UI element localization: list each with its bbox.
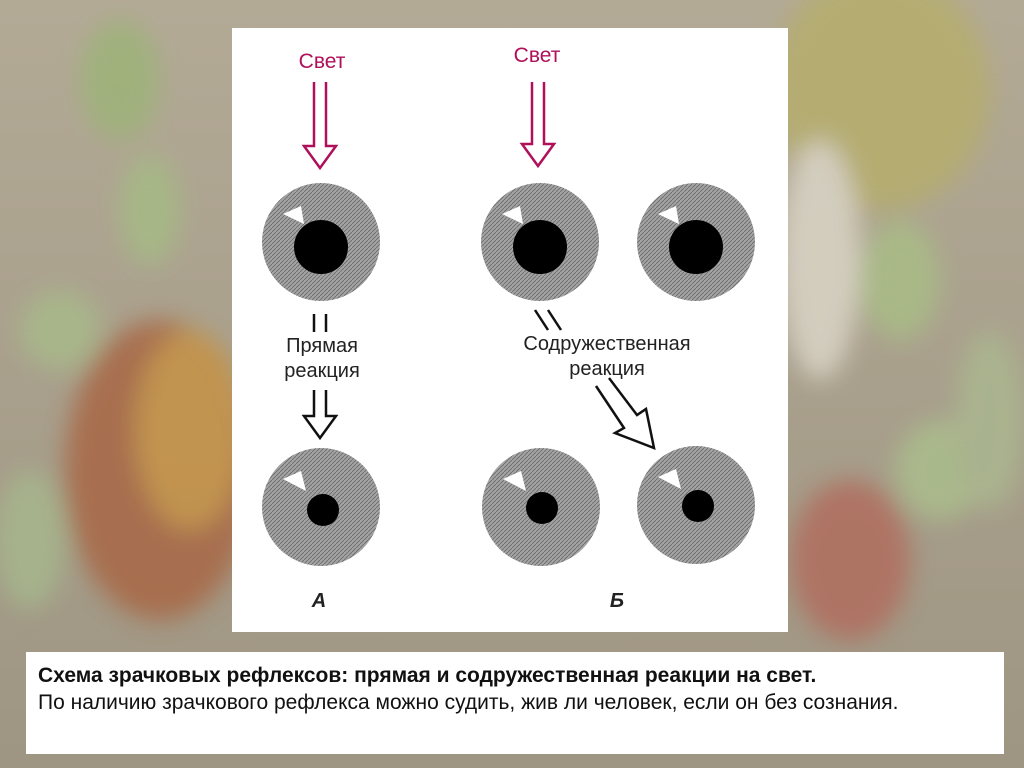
- light-reflex-glint: [503, 471, 526, 491]
- light-reflex-glint: [502, 206, 523, 224]
- direct-reaction-label-line2: реакция: [284, 360, 360, 382]
- eye-b-right-before: [637, 183, 755, 301]
- caption-box: Схема зрачковых рефлексов: прямая и содр…: [26, 652, 1004, 754]
- diagram-graphics: [262, 82, 755, 566]
- eye-a-before: [262, 183, 380, 301]
- direct-reaction-arrow: [301, 314, 339, 441]
- consensual-reaction-label-line2: реакция: [569, 358, 645, 380]
- panel-label-b: Б: [609, 590, 625, 612]
- light-label-b: Свет: [513, 44, 561, 67]
- light-reflex-glint: [283, 206, 304, 224]
- consensual-reaction-label-line1: Содружественная: [523, 333, 691, 355]
- eye-b-right-after: [637, 446, 755, 564]
- eye-a-after: [262, 448, 380, 566]
- light-label-a: Свет: [298, 50, 346, 73]
- light-reflex-glint: [658, 469, 681, 489]
- pupil-reflex-diagram: Свет Свет Прямая реакция Содружественная…: [232, 28, 788, 632]
- eye-b-left-before: [481, 183, 599, 301]
- light-arrow-a: [301, 82, 339, 171]
- caption-title: Схема зрачковых рефлексов: прямая и содр…: [38, 664, 817, 687]
- light-reflex-glint: [658, 206, 679, 224]
- light-arrow-b: [519, 82, 557, 169]
- direct-reaction-label-line1: Прямая: [286, 335, 358, 357]
- consensual-reaction-arrow: [533, 309, 656, 450]
- caption-body: По наличию зрачкового рефлекса можно суд…: [38, 691, 899, 715]
- eye-b-left-after: [482, 448, 600, 566]
- panel-label-a: А: [311, 590, 327, 612]
- light-reflex-glint: [283, 471, 306, 491]
